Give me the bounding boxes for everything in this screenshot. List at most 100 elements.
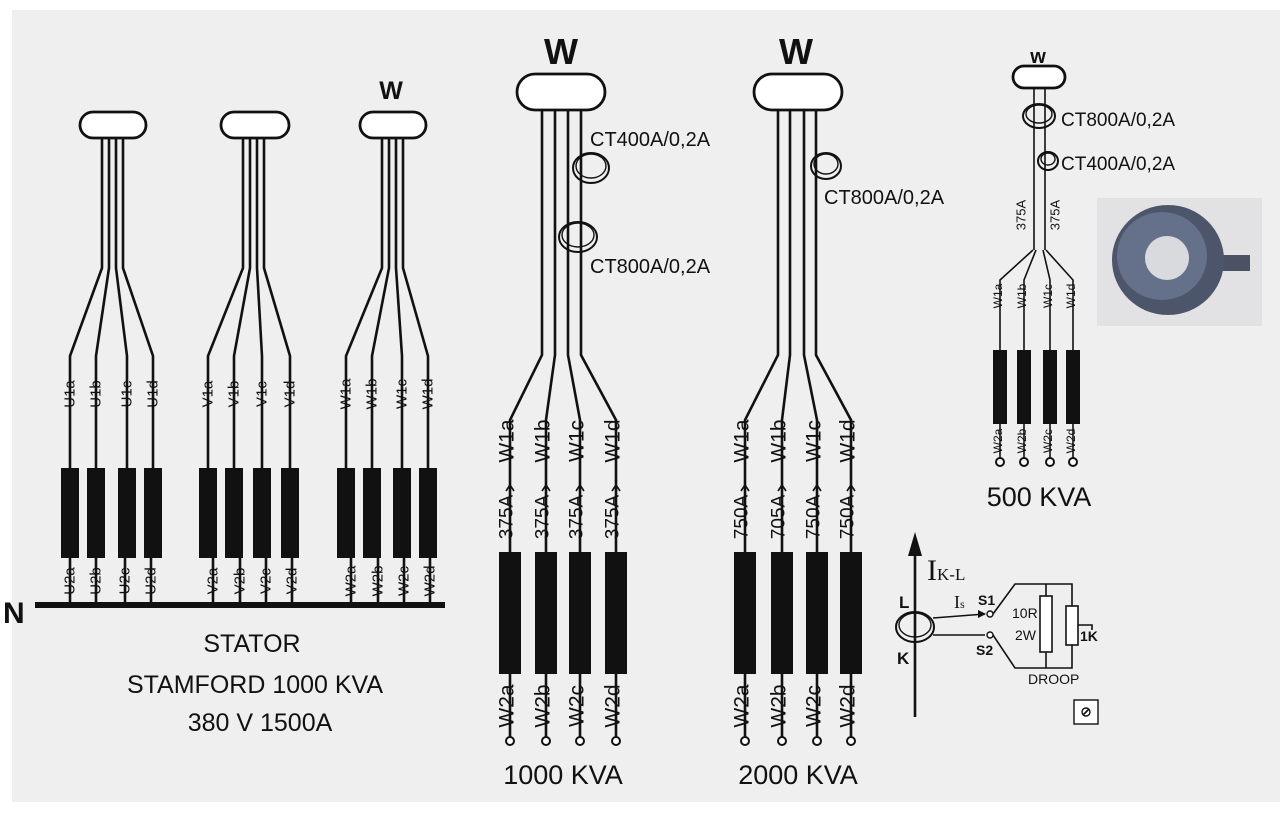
winding-coil (363, 468, 381, 558)
winding-wire (579, 110, 618, 737)
winding-wire (814, 110, 853, 737)
winding-coil (499, 552, 521, 674)
current-transformer (572, 152, 610, 184)
terminal-circle (812, 736, 822, 746)
winding-connection-box (78, 110, 148, 140)
wire-label: W2d (837, 684, 860, 727)
stator-caption: STATOR (203, 630, 300, 658)
current-label: 750A (838, 494, 859, 539)
wire-label: W1c (1041, 284, 1055, 308)
wire-label: V2c (258, 568, 275, 594)
winding-wire (1045, 249, 1074, 459)
wire-label: V1b (226, 381, 243, 408)
winding-coil (87, 468, 105, 558)
ct-ring-outer (1037, 151, 1059, 171)
terminal-circle (846, 736, 856, 746)
winding-wire (802, 110, 819, 737)
terminal-k-label: K (897, 649, 910, 668)
stator-wire (232, 138, 252, 603)
wire-label: W1b (364, 379, 381, 410)
wire-label: U2d (143, 567, 160, 595)
winding-connection-box (358, 110, 428, 140)
current-label: 750A (804, 494, 825, 539)
ct-ring-inner (1040, 152, 1056, 166)
stator-wire (114, 138, 129, 603)
winding-wire (508, 110, 544, 737)
wire-label: W1a (338, 378, 355, 410)
wire-label: U1d (145, 380, 162, 408)
winding-wire (780, 110, 792, 737)
wire-label: U2b (88, 567, 105, 595)
stator-wire (344, 138, 384, 603)
knob-slot (1082, 708, 1090, 716)
neutral-busbar (35, 602, 445, 608)
current-label: 705A (769, 494, 790, 539)
wire-label: W2a (496, 684, 519, 728)
winding-wire (1023, 249, 1037, 459)
current-arrow (846, 483, 856, 492)
winding-coil (1017, 350, 1031, 424)
current-label: 375A (567, 494, 588, 539)
wire-label: U2c (117, 567, 134, 594)
winding-coil (199, 468, 217, 558)
winding-coil (734, 552, 756, 674)
wire-label: V2d (284, 568, 301, 595)
wire-label: W2c (803, 685, 826, 727)
wire-label: W1c (566, 420, 589, 462)
wire-label: V2b (232, 568, 249, 595)
wire-label: V1c (254, 381, 271, 407)
ct-rating-label: CT400A/0,2A (590, 129, 711, 151)
wire-label: W2b (532, 684, 555, 727)
winding-wire (1042, 249, 1051, 459)
terminal-circle (740, 736, 750, 746)
winding-coil (281, 468, 299, 558)
current-transformer (1022, 103, 1056, 129)
resistor-10r (1039, 595, 1053, 653)
wire-label: W2d (602, 684, 625, 727)
terminal-circle (505, 736, 515, 746)
winding-coil (569, 552, 591, 674)
ct-rating-label: CT800A/0,2A (824, 187, 945, 209)
current-transformer (1037, 151, 1059, 171)
current-arrow (740, 483, 750, 492)
current-ik-subscript: K-L (937, 565, 965, 584)
wire-label: W2b (370, 566, 387, 597)
terminal-circle (541, 736, 551, 746)
winding-coil (61, 468, 79, 558)
wire-label: V1d (282, 381, 299, 408)
terminal-l-label: L (899, 593, 909, 612)
wire-label: W1b (768, 419, 791, 462)
wire-label: W2b (768, 684, 791, 727)
current-transformer (558, 221, 598, 253)
winding-coil (1066, 350, 1080, 424)
ct-ring-inner (575, 153, 607, 179)
wire-label: W1a (731, 419, 754, 463)
wire-label: W2d (422, 566, 439, 597)
winding-connection-box (219, 110, 291, 140)
terminal-s2 (986, 631, 994, 639)
wire-label: W1d (420, 379, 437, 410)
stator-wire (394, 138, 406, 603)
winding-wire (743, 110, 780, 737)
potentiometer-1k (1065, 605, 1079, 646)
wire-label: W1b (532, 419, 555, 462)
wire-label: W2c (1041, 429, 1055, 453)
winding-coil (806, 552, 828, 674)
resistor-value-label: 10R (1012, 605, 1038, 621)
winding-wire (999, 249, 1034, 459)
winding-coil (771, 552, 793, 674)
pot-wiper (1078, 624, 1093, 630)
wire-label: W1d (1064, 284, 1078, 309)
terminal-circle (611, 736, 621, 746)
current-arrow (812, 483, 822, 492)
terminal-circle (995, 457, 1005, 467)
stator-wire (68, 138, 104, 603)
wire-label: V1a (200, 380, 217, 407)
ct-ring-inner (561, 222, 595, 248)
wire-label: W1d (602, 419, 625, 462)
current-arrow (575, 483, 585, 492)
winding-coil (253, 468, 271, 558)
wire-label: U2a (62, 567, 79, 595)
wire-label: V2a (205, 567, 222, 594)
winding-coil (337, 468, 355, 558)
